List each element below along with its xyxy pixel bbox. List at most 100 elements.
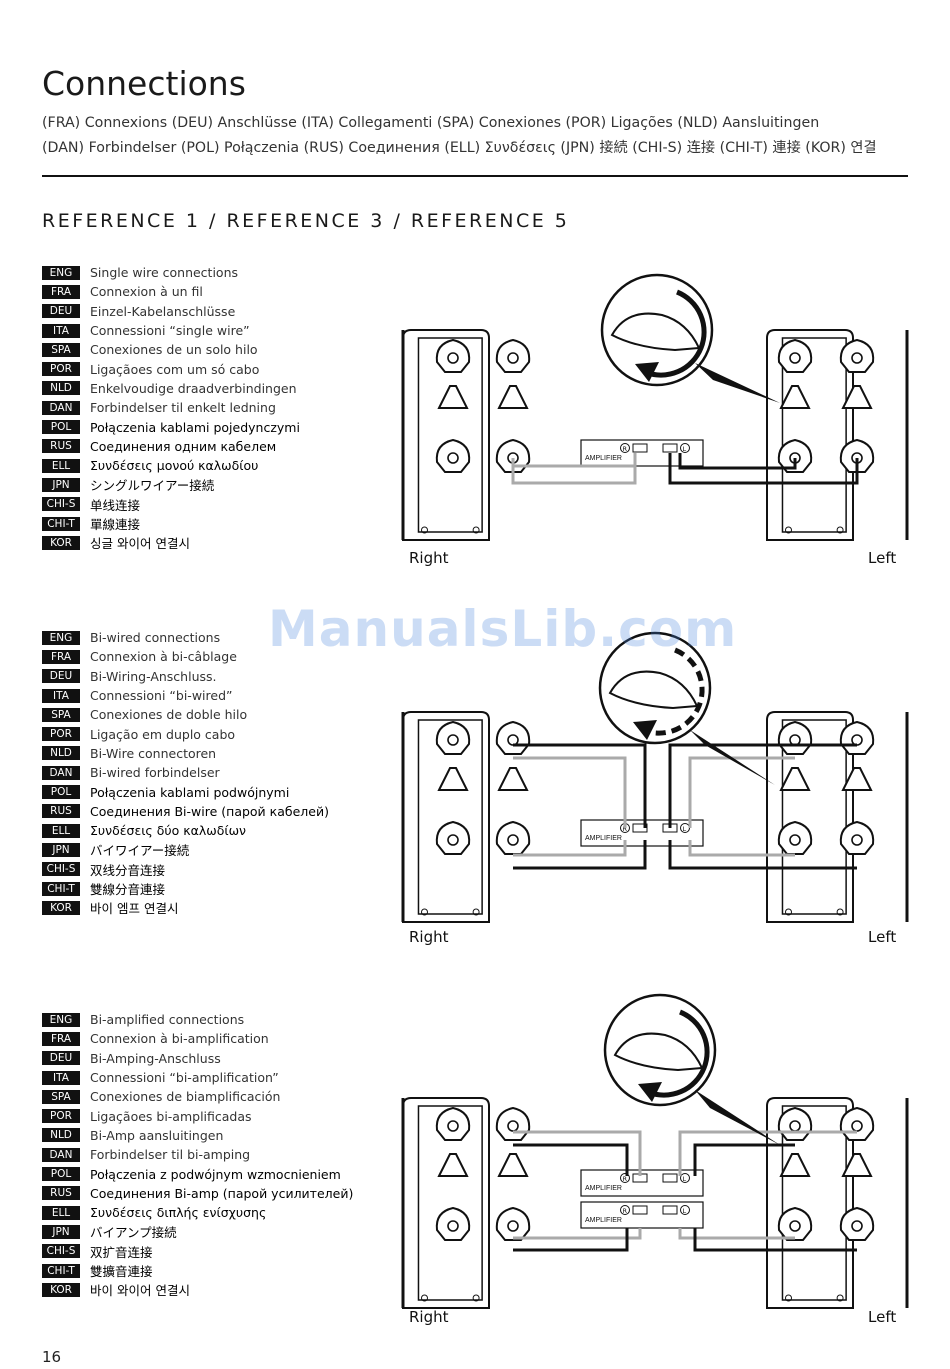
terminal-hole	[447, 834, 459, 846]
amplifier-label: AMPLIFIER	[585, 455, 622, 462]
connection-type-label: 바이 엠프 연결시	[90, 901, 179, 917]
language-code-badge: DAN	[42, 765, 80, 780]
channel-r-label: R	[623, 1207, 628, 1215]
header-rule	[42, 175, 908, 177]
right-speaker-panel-inner	[417, 719, 483, 915]
connection-type-label: Connexion à bi-câblage	[90, 649, 237, 665]
connection-type-label: Соединения Bi-wire (парой кабелей)	[90, 803, 329, 819]
language-code-badge: ITA	[42, 323, 80, 338]
terminal-hole	[789, 352, 801, 364]
language-code-badge: DEU	[42, 669, 80, 684]
connection-type-label: 雙線分音連接	[90, 882, 166, 897]
terminal-hole	[447, 1120, 459, 1132]
left-speaker-panel-screw	[785, 908, 792, 916]
amplifier-label: AMPLIFIER	[585, 835, 622, 842]
left-speaker-panel-screw	[785, 526, 792, 534]
right-speaker-label: Right	[409, 549, 449, 567]
grey-cable	[513, 1130, 642, 1176]
channel-l-marker	[680, 1173, 690, 1183]
watermark: ManualsLib.com	[268, 600, 738, 658]
amplifier-label: AMPLIFIER	[585, 1217, 622, 1224]
link-bar	[437, 767, 469, 791]
terminal-pair	[662, 1173, 678, 1183]
left-speaker-label: Left	[868, 549, 897, 567]
language-code-badge: DAN	[42, 1147, 80, 1162]
grey-cable	[513, 1228, 642, 1240]
language-code-badge: FRA	[42, 284, 80, 299]
language-code-badge: CHI-S	[42, 1244, 80, 1259]
connection-type-label: Single wire connections	[90, 265, 239, 281]
terminal-pair	[662, 1205, 678, 1215]
amplifier-label: AMPLIFIER	[585, 1185, 622, 1192]
terminal-pair	[632, 1205, 648, 1215]
connection-type-label: Forbindelser til enkelt ledning	[90, 400, 276, 416]
connection-type-label: 바이 와이어 연결시	[90, 1283, 190, 1299]
terminal-pair	[632, 823, 648, 833]
channel-l-marker	[680, 443, 690, 453]
connection-type-label: 雙擴音連接	[90, 1264, 153, 1279]
language-code-badge: SPA	[42, 707, 80, 722]
terminal-hole	[507, 1120, 519, 1132]
channel-r-marker	[620, 443, 630, 453]
language-code-badge: CHI-T	[42, 516, 80, 531]
channel-r-label: R	[623, 445, 628, 453]
connection-type-label: Соединения Bi-amp (парой усилителей)	[90, 1185, 354, 1201]
link-bar	[779, 767, 811, 791]
terminal-hole	[789, 834, 801, 846]
left-speaker-panel-screw	[836, 526, 844, 534]
right-speaker-panel-inner	[417, 337, 483, 533]
connection-type-label: 싱글 와이어 연결시	[90, 536, 190, 552]
connection-type-label: Bi-amplified connections	[90, 1012, 245, 1028]
magnifier-pointer	[695, 363, 780, 403]
language-code-badge: POL	[42, 420, 80, 435]
title-translations-line-2: (DAN) Forbindelser (POL) Połączenia (RUS…	[42, 140, 877, 156]
model-subheading: REFERENCE 1 / REFERENCE 3 / REFERENCE 5	[42, 210, 570, 232]
label-row-chi-t: CHI-T 雙擴音連接	[42, 1261, 353, 1280]
left-speaker-label: Left	[868, 928, 897, 946]
connection-type-label: Connessioni “bi-amplification”	[90, 1070, 279, 1086]
language-code-badge: NLD	[42, 1128, 80, 1143]
language-code-badge: POR	[42, 362, 80, 377]
language-code-badge: DEU	[42, 304, 80, 319]
rotation-arrow	[647, 1009, 710, 1098]
terminal-hole	[447, 1220, 459, 1232]
left-speaker-panel-inner	[781, 337, 847, 533]
language-code-badge: CHI-T	[42, 881, 80, 896]
language-code-badge: CHI-T	[42, 1263, 80, 1278]
left-speaker-panel	[766, 329, 854, 541]
language-code-badge: POR	[42, 1109, 80, 1124]
language-code-badge: ITA	[42, 688, 80, 703]
right-speaker-panel-screw	[421, 1294, 428, 1302]
left-speaker-label: Left	[868, 1308, 897, 1326]
terminal-knob-closeup	[613, 1032, 704, 1072]
connection-type-label: Połączenia kablami podwójnymi	[90, 784, 290, 800]
black-cable	[513, 1228, 629, 1252]
terminal-hole	[507, 1220, 519, 1232]
connection-type-label: Conexiones de biamplificación	[90, 1089, 281, 1105]
page-number: 16	[42, 1348, 62, 1366]
channel-r-marker	[620, 1205, 630, 1215]
language-code-badge: NLD	[42, 746, 80, 761]
